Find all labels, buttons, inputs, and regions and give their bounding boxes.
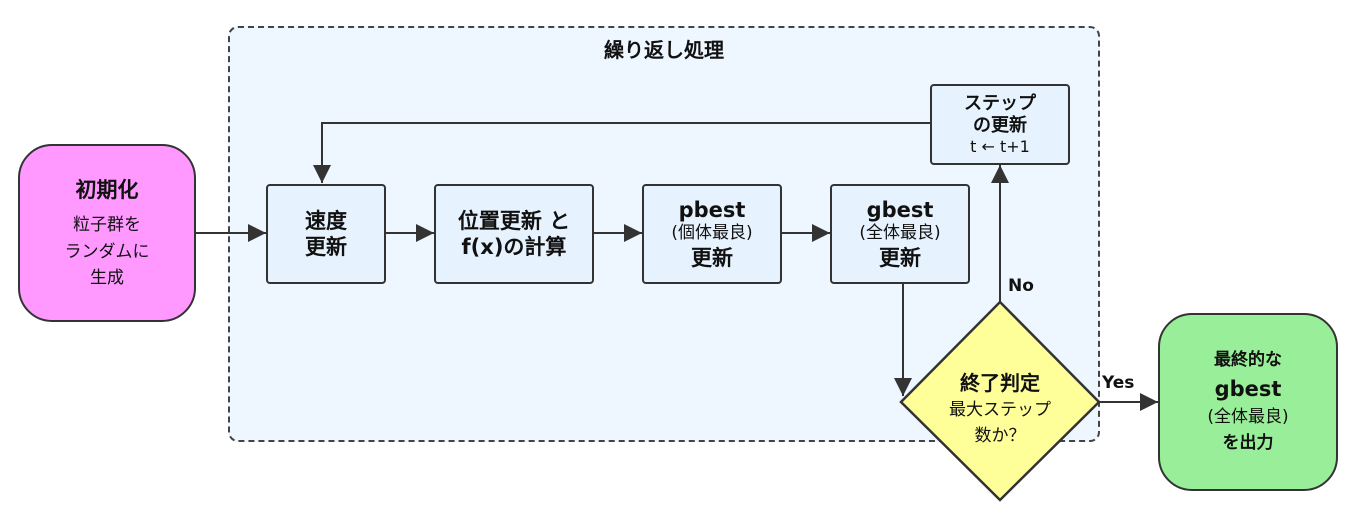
pbest-action: 更新 (691, 245, 733, 270)
decision-node: 終了判定 最大ステップ 数か？ (920, 368, 1080, 449)
gbest-sub: (全体最良) (859, 223, 941, 244)
edge-label-yes: Yes (1102, 373, 1135, 393)
gbest-action: 更新 (879, 245, 921, 270)
step-line-1: ステップ (964, 93, 1036, 115)
init-desc-2: ランダムに (64, 241, 150, 262)
position-line-1: 位置更新 と (457, 208, 571, 233)
output-line-3: (全体最良) (1207, 407, 1289, 427)
output-line-4: を出力 (1222, 432, 1274, 453)
output-node: 最終的な gbest (全体最良) を出力 (1158, 313, 1338, 491)
decision-desc-2: 数か？ (974, 425, 1026, 446)
step-formula: t ← t+1 (970, 136, 1030, 156)
init-desc-3: 生成 (90, 268, 124, 289)
velocity-line-2: 更新 (305, 235, 347, 259)
decision-title: 終了判定 (960, 371, 1040, 395)
init-title: 初期化 (75, 178, 139, 203)
position-update-node: 位置更新 と f(x)の計算 (434, 184, 594, 284)
pbest-node: pbest (個体最良) 更新 (642, 184, 782, 284)
step-update-node: ステップ の更新 t ← t+1 (930, 84, 1070, 165)
init-node: 初期化 粒子群を ランダムに 生成 (18, 144, 196, 322)
output-line-1: 最終的な (1214, 350, 1282, 370)
decision-diamond (899, 300, 1101, 502)
gbest-title: gbest (866, 198, 934, 223)
pbest-sub: (個体最良) (671, 223, 753, 244)
init-desc-1: 粒子群を (73, 215, 141, 236)
loop-title: 繰り返し処理 (604, 38, 724, 62)
output-line-2: gbest (1214, 376, 1282, 401)
pbest-title: pbest (678, 198, 746, 223)
position-line-2: f(x)の計算 (461, 235, 567, 259)
gbest-node: gbest (全体最良) 更新 (830, 184, 970, 284)
decision-desc-1: 最大ステップ (949, 400, 1051, 420)
velocity-line-1: 速度 (305, 208, 347, 233)
edge-label-no: No (1008, 276, 1034, 296)
step-line-2: の更新 (973, 114, 1027, 136)
velocity-update-node: 速度 更新 (266, 184, 386, 284)
edge-step-velocity (313, 122, 930, 183)
